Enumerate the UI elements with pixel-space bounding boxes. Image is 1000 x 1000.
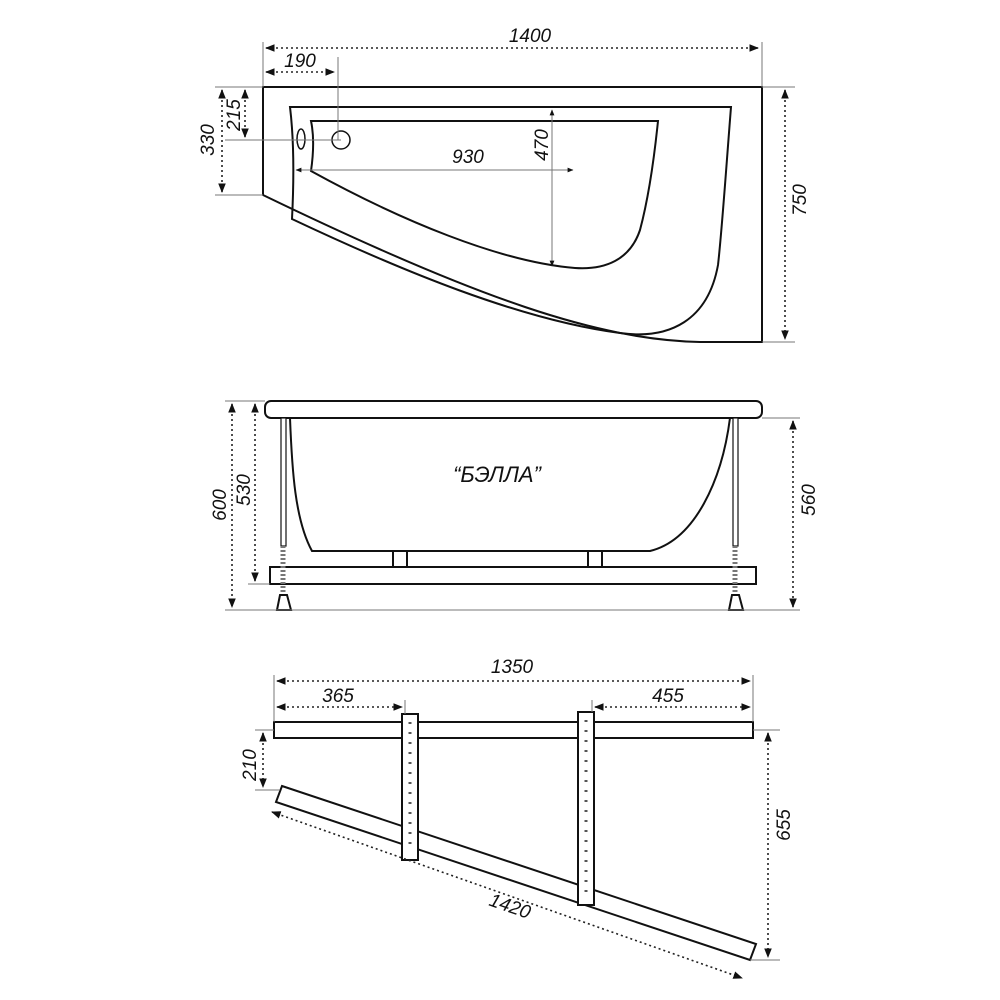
dim-frame-length: 1350 xyxy=(491,657,534,678)
frame-diagonal-bar xyxy=(274,784,758,962)
rim-inner xyxy=(288,106,733,336)
side-view: “БЭЛЛА” 600 530 560 xyxy=(210,400,820,611)
foot-icon xyxy=(275,594,293,611)
frame-top-bar xyxy=(273,721,754,739)
top-view: 1400 190 330 215 930 470 750 xyxy=(198,26,811,343)
tub-rim xyxy=(264,400,763,419)
dim-width: 1400 xyxy=(509,26,552,47)
frame-view: 1350 365 455 210 655 1420 xyxy=(240,657,795,979)
dim-basin-length: 930 xyxy=(452,147,484,168)
dim-height-right: 560 xyxy=(799,484,820,516)
dim-left-offset: 365 xyxy=(322,686,354,707)
overflow-icon xyxy=(296,128,306,150)
tub-body xyxy=(289,417,731,552)
dim-height-frame: 530 xyxy=(234,474,255,506)
dim-diagonal: 1420 xyxy=(486,890,533,924)
dim-frame-depth: 655 xyxy=(774,809,795,841)
leg-right xyxy=(732,417,739,547)
support-block xyxy=(392,550,408,568)
dim-right-offset: 455 xyxy=(652,686,684,707)
dim-height-total: 600 xyxy=(210,489,231,521)
dim-drain-offset: 190 xyxy=(284,51,316,72)
tub-outline xyxy=(262,86,763,343)
base-frame xyxy=(269,566,757,585)
foot-icon xyxy=(727,594,745,611)
dim-left-edge: 330 xyxy=(198,124,219,156)
basin xyxy=(309,120,660,270)
frame-upright xyxy=(401,713,419,861)
dim-depth: 750 xyxy=(790,184,811,216)
dim-gap: 210 xyxy=(240,749,261,782)
dim-drain-depth: 215 xyxy=(224,99,245,132)
support-block xyxy=(587,550,603,568)
leg-left xyxy=(280,417,287,547)
dim-basin-width: 470 xyxy=(532,129,553,161)
model-name: “БЭЛЛА” xyxy=(453,462,543,487)
